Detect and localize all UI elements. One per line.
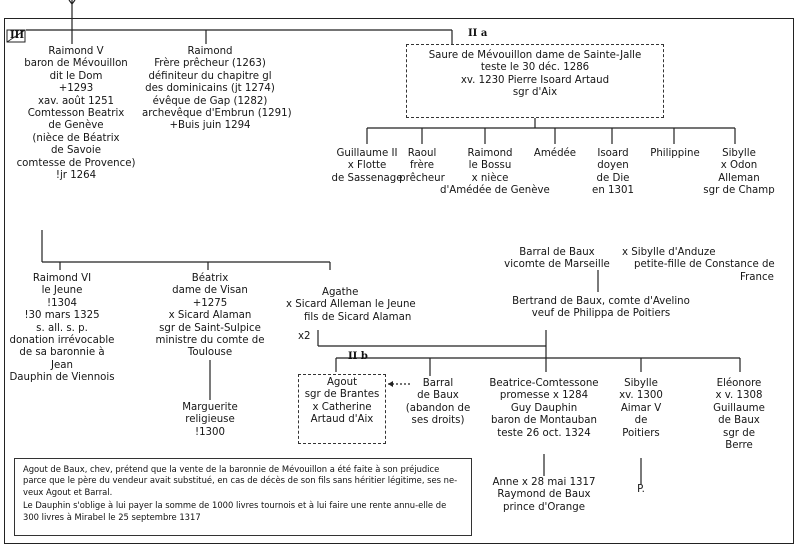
note-paragraph-1: Agout de Baux, chev, prétend que la vent…	[23, 464, 458, 497]
person-beatrice-comtessone: Beatrice-Comtessone promesse x 1284 Guy …	[489, 378, 599, 439]
branch-b-marker: II b	[348, 351, 368, 362]
incoming-line	[68, 0, 76, 18]
person-philippine: Philippine	[650, 148, 700, 159]
raimond-v-children-bar	[41, 230, 331, 270]
diagram-frame	[4, 18, 794, 544]
person-isoard: Isoard doyen de Die en 1301	[592, 148, 634, 197]
person-bertrand-de-baux: Bertrand de Baux, comte d'Avelino veuf d…	[512, 296, 690, 320]
saure-children-bar	[366, 118, 736, 144]
label-p: P.	[637, 484, 645, 495]
person-raoul: Raoul frère prêcheur	[399, 148, 445, 184]
person-raimond-vi: Raimond VI le Jeune !1304 !30 mars 1325 …	[9, 273, 115, 384]
person-eleonore: Eléonore x v. 1308 Guillaume de Baux sgr…	[713, 378, 765, 452]
person-sibylle-odon: Sibylle x Odon Alleman sgr de Champ	[703, 148, 775, 197]
baux-children-bar	[335, 346, 741, 376]
person-saure: Saure de Mévouillon dame de Sainte-Jalle…	[428, 50, 642, 99]
top-sibling-bar	[26, 18, 453, 44]
person-beatrix-visan: Béatrix dame de Visan +1275 x Sicard Ala…	[155, 273, 265, 359]
person-raimond-le-bossu: Raimond le Bossu x nièce d'Amédée de Gen…	[440, 148, 550, 197]
person-anne: Anne x 28 mai 1317 Raymond de Baux princ…	[492, 477, 596, 513]
person-amedee: Amédée	[533, 148, 577, 159]
saure-dashed-box	[406, 44, 664, 118]
branch-a-marker: II a	[468, 28, 488, 39]
agout-dashed-box	[298, 374, 386, 444]
person-agathe: Agathe x Sicard Alleman le Jeune fils de…	[286, 287, 416, 323]
label-x2: x2	[298, 331, 311, 342]
person-raimond-v: Raimond V baron de Mévouillon dit le Dom…	[16, 46, 136, 182]
person-barral-de-baux: Barral de Baux vicomte de Marseille	[504, 247, 610, 271]
note-paragraph-2: Le Dauphin s'oblige à lui payer la somme…	[23, 500, 447, 522]
person-barral-abandon: Barral de Baux (abandon de ses droits)	[405, 378, 471, 427]
person-agout: Agout sgr de Brantes x Catherine Artaud …	[304, 377, 380, 426]
person-raimond-frere-precheur: Raimond Frère prêcheur (1263) définiteur…	[142, 46, 292, 132]
person-marguerite: Marguerite religieuse !1300	[182, 402, 238, 438]
person-sibylle-anduze: x Sibylle d'Anduze petite-fille de Const…	[622, 247, 775, 283]
person-sibylle-aimar: Sibylle xv. 1300 Aimar V de Poitiers	[619, 378, 663, 439]
section-roman-marker: III	[10, 30, 25, 41]
agathe-to-marriage	[317, 330, 547, 347]
note-box: Agout de Baux, chev, prétend que la vent…	[14, 458, 472, 536]
person-guillaume: Guillaume II x Flotte de Sassenage	[331, 148, 403, 184]
